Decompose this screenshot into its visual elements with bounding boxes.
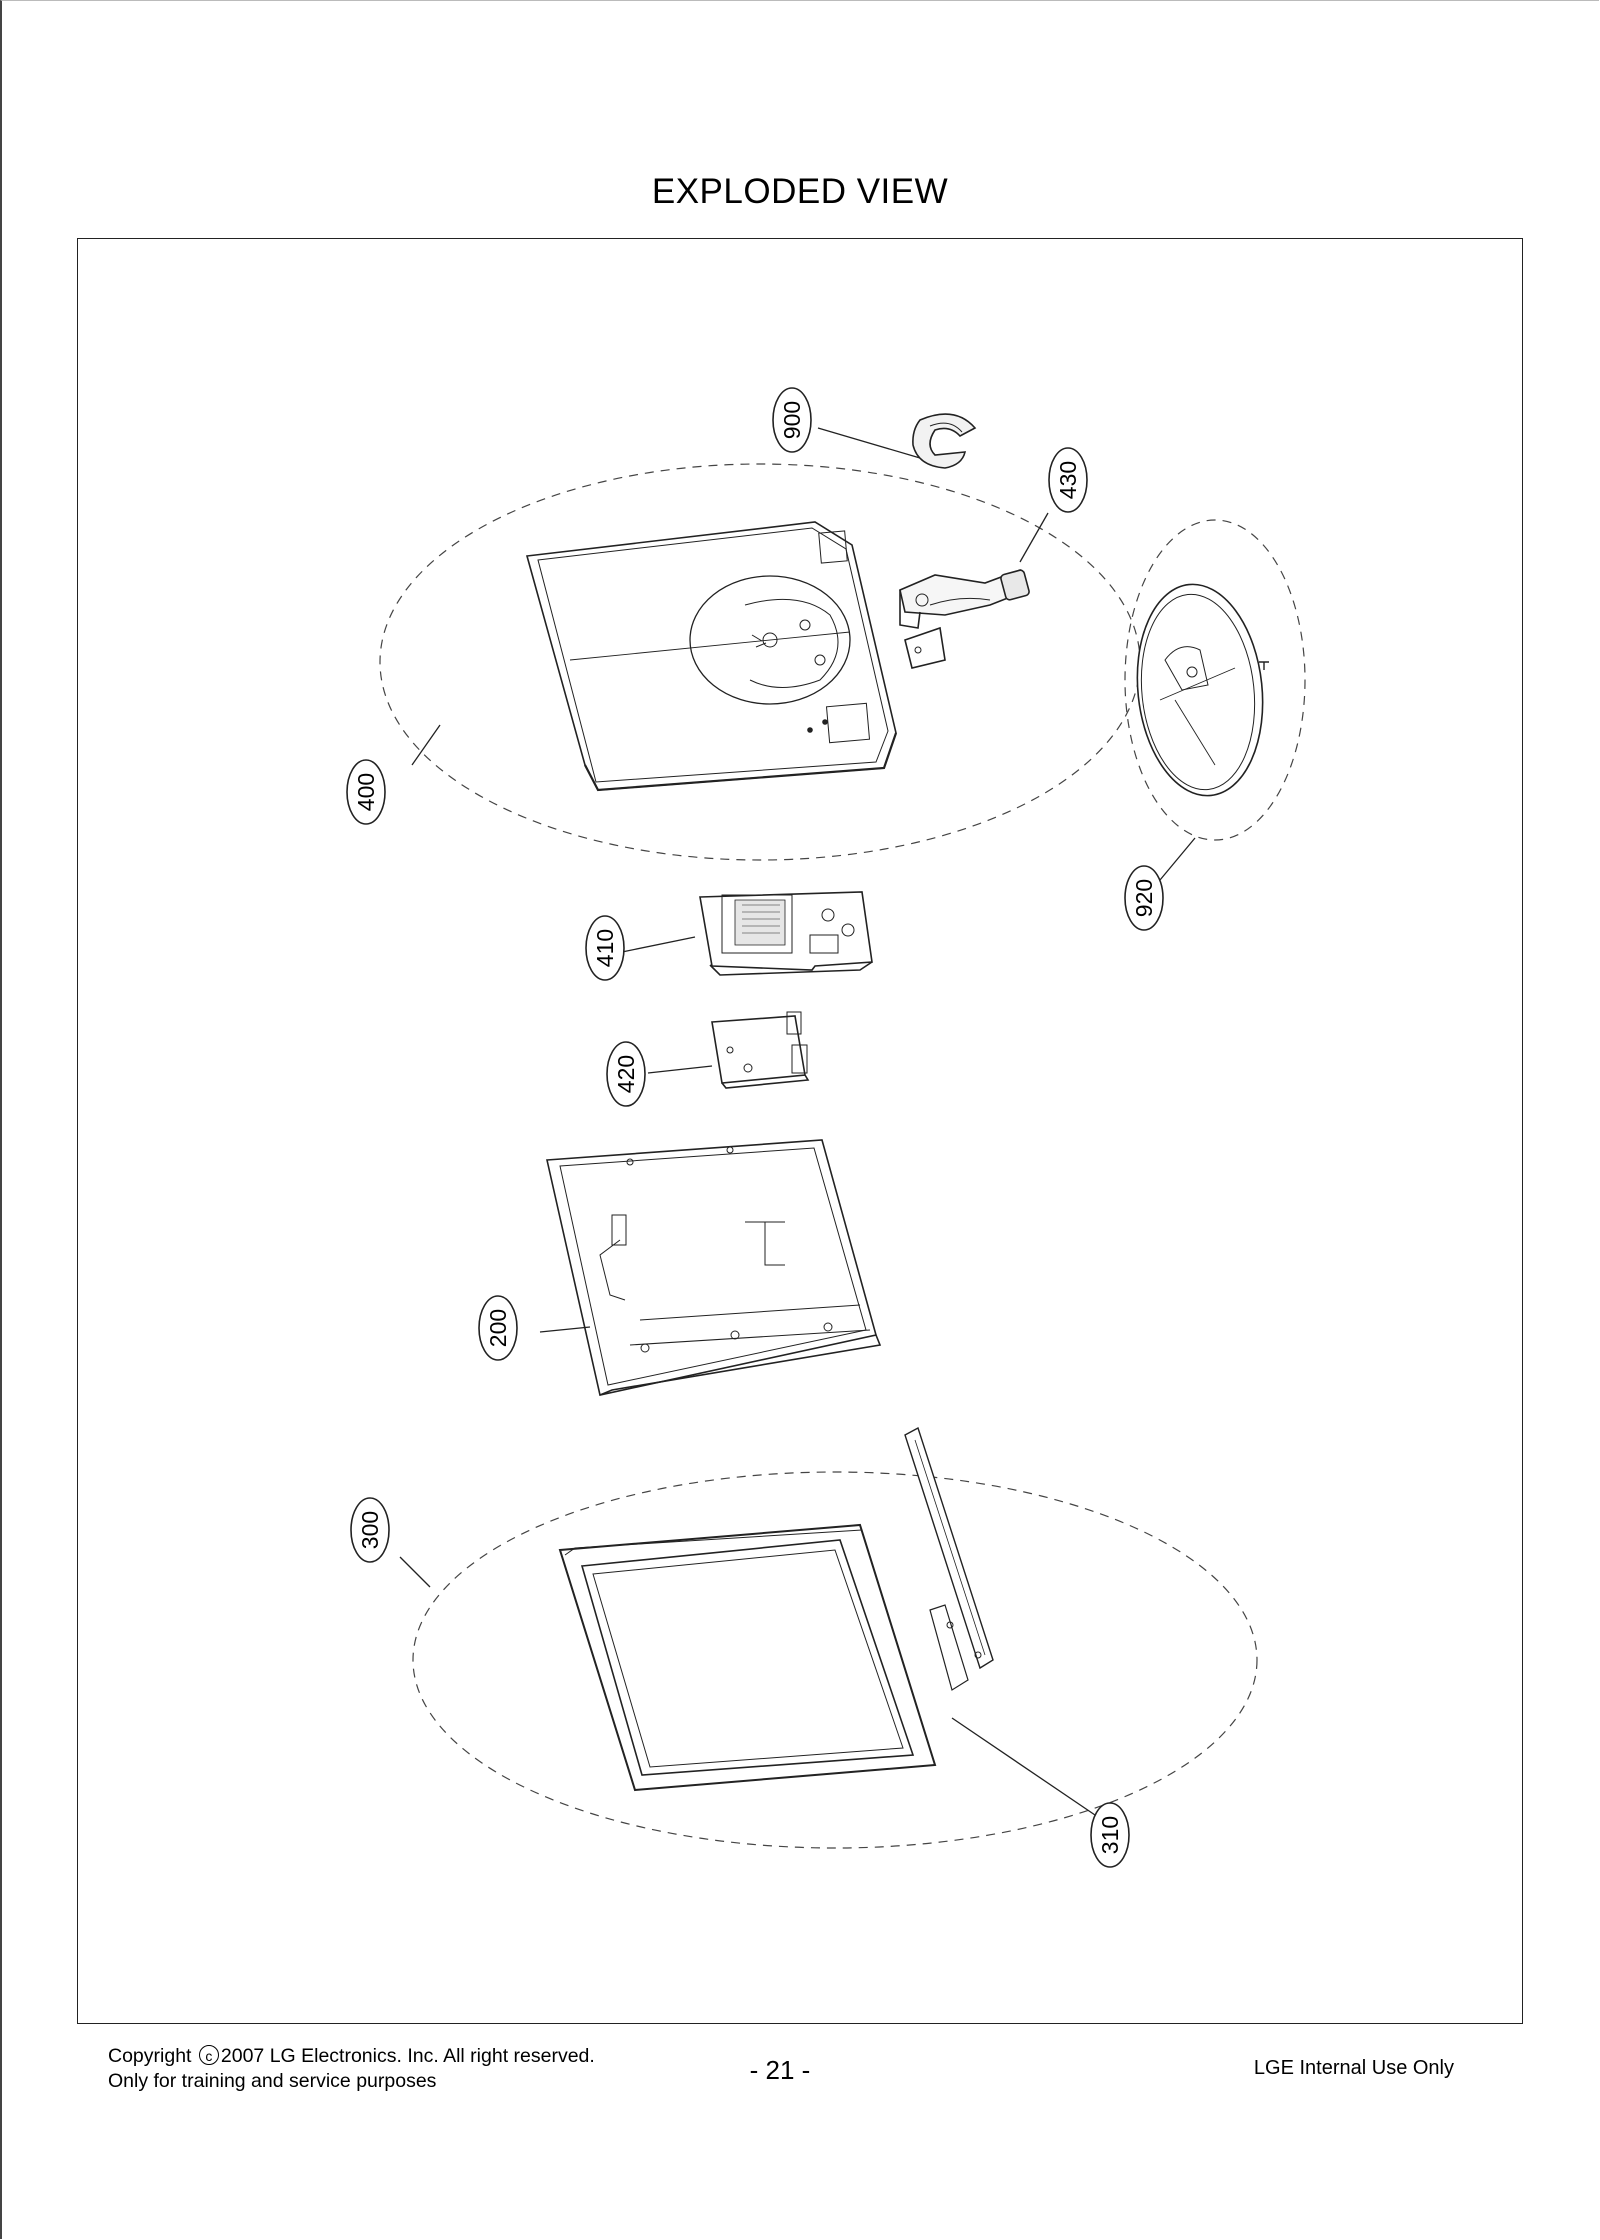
svg-text:310: 310 (1097, 1816, 1123, 1854)
group-300-outline (412, 1471, 1258, 1849)
callout-400: 400 (346, 759, 386, 825)
part-310-side-bracket (904, 1426, 994, 1691)
back-cover (525, 521, 898, 792)
svg-text:300: 300 (357, 1511, 383, 1549)
diagram-frame (77, 238, 1523, 2024)
page-number: - 21 - (749, 2055, 811, 2085)
callout-920: 920 (1124, 865, 1164, 931)
page-title: EXPLODED VIEW (651, 172, 949, 211)
svg-text:430: 430 (1055, 461, 1081, 499)
callout-420: 420 (606, 1041, 646, 1107)
copyright-prefix: Copyright (108, 2045, 192, 2067)
front-bezel (558, 1523, 937, 1792)
callout-410: 410 (585, 915, 625, 981)
leader-lines (399, 427, 1196, 1816)
part-920-stand-base (1136, 583, 1269, 797)
part-900-cover (912, 413, 977, 469)
svg-text:410: 410 (592, 929, 618, 967)
callout-300: 300 (350, 1497, 390, 1563)
callout-900: 900 (772, 387, 812, 453)
part-200-lcd-module (546, 1139, 882, 1396)
svg-text:400: 400 (353, 773, 379, 811)
callout-200: 200 (478, 1295, 518, 1361)
part-430-stand-arm (899, 568, 1030, 669)
svg-text:920: 920 (1131, 879, 1157, 917)
svg-text:200: 200 (485, 1309, 511, 1347)
svg-text:900: 900 (779, 401, 805, 439)
part-410-main-board (699, 891, 873, 976)
callout-430: 430 (1048, 447, 1088, 513)
copyright-symbol: c (198, 2045, 219, 2066)
training-notice: Only for training and service purposes (108, 2070, 437, 2092)
callout-310: 310 (1090, 1802, 1130, 1868)
group-920-outline (1124, 519, 1306, 841)
svg-text:420: 420 (613, 1055, 639, 1093)
part-420-power-board (711, 1011, 810, 1089)
copyright-text: 2007 LG Electronics. Inc. All right rese… (220, 2045, 595, 2067)
internal-use-notice: LGE Internal Use Only (1253, 2057, 1454, 2079)
